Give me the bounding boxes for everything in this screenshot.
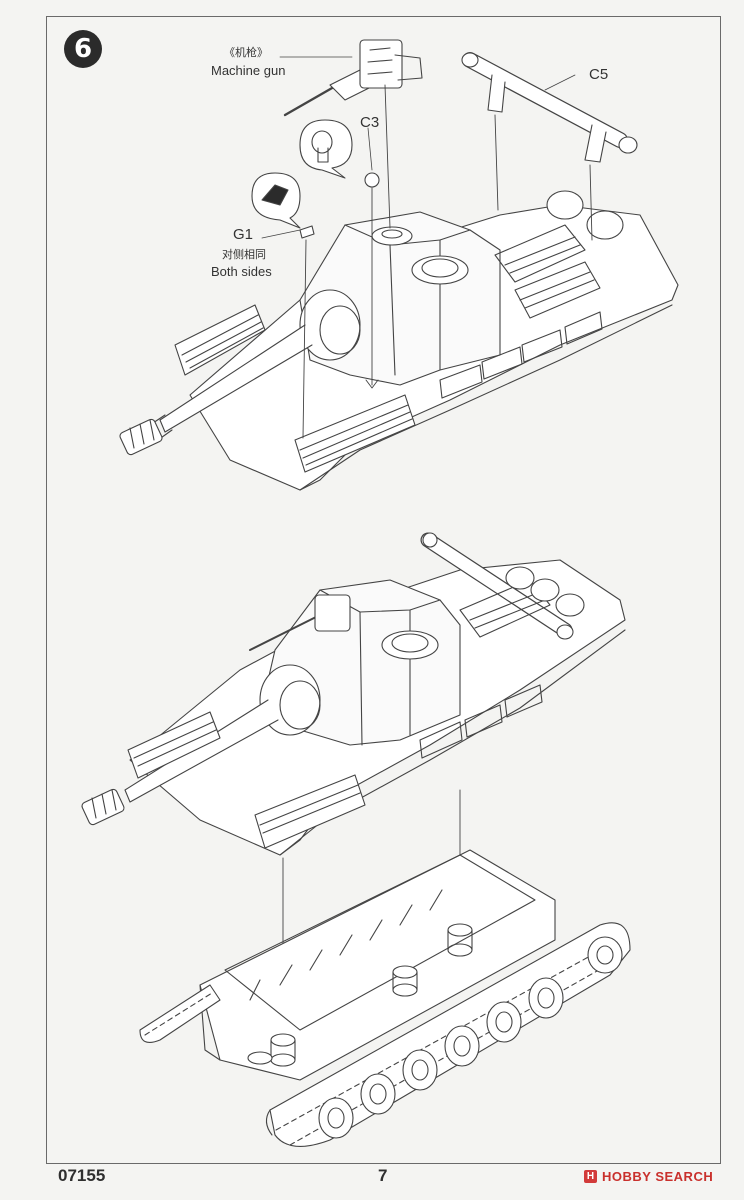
upper-hull-assembled-drawing (81, 533, 625, 1040)
both-sides-label-cn: 对侧相同 (222, 248, 266, 261)
page-border (46, 16, 721, 1164)
lower-hull-drawing (140, 850, 630, 1146)
machine-gun-label: Machine gun (211, 63, 286, 78)
step-number-badge: 6 (64, 30, 102, 68)
hobby-search-watermark: H HOBBY SEARCH (584, 1169, 713, 1184)
machine-gun-label-cn: 《机枪》 (224, 46, 268, 59)
part-g1-label: G1 (233, 226, 254, 243)
upper-hull-top-drawing (119, 40, 678, 490)
both-sides-label: Both sides (211, 264, 272, 279)
page-number: 7 (378, 1166, 388, 1185)
kit-number: 07155 (58, 1166, 106, 1185)
part-c5-label: C5 (589, 66, 609, 83)
hobby-search-logo-icon: H (584, 1170, 597, 1183)
watermark-text: HOBBY SEARCH (602, 1169, 714, 1184)
part-c3-label: C3 (360, 114, 380, 131)
